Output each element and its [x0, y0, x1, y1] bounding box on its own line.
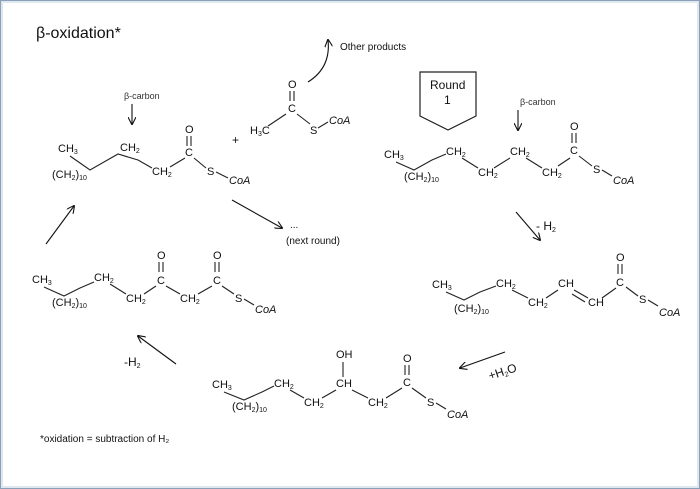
- svg-text:O: O: [570, 121, 579, 133]
- molecule-ketoacyl-coa: CH3 (CH2)10 CH2 CH2 C O CH2 C O S CoA: [32, 250, 276, 316]
- svg-text:CH: CH: [588, 297, 604, 309]
- round-label: Round: [430, 78, 465, 92]
- svg-text:(CH2)10: (CH2)10: [454, 303, 489, 316]
- svg-text:CH2: CH2: [368, 397, 388, 410]
- svg-text:CH3: CH3: [384, 149, 404, 162]
- svg-text:H3C: H3C: [250, 125, 270, 138]
- svg-text:CH2: CH2: [274, 378, 294, 391]
- svg-text:CH2: CH2: [180, 293, 200, 306]
- svg-text:S: S: [427, 397, 434, 409]
- svg-text:O: O: [616, 252, 625, 264]
- svg-text:CH3: CH3: [32, 274, 52, 287]
- minus-h2-right: - H2: [536, 219, 556, 234]
- svg-text:C: C: [157, 275, 165, 287]
- svg-text:O: O: [157, 250, 166, 262]
- svg-text:C: C: [213, 275, 221, 287]
- svg-text:CH2: CH2: [542, 167, 562, 180]
- molecule-acyl-coa-top-left: β-carbon CH3 (CH2)10 CH2 CH2 C O S CoA: [52, 91, 250, 187]
- svg-text:CH3: CH3: [432, 279, 452, 292]
- other-products-label: Other products: [340, 42, 406, 53]
- svg-text:CH: CH: [336, 378, 352, 390]
- svg-text:C: C: [288, 103, 296, 115]
- footnote: *oxidation = subtraction of H₂: [40, 434, 169, 445]
- svg-text:OH: OH: [336, 349, 353, 361]
- svg-text:CoA: CoA: [229, 175, 250, 187]
- minus-h2-left: -H2: [124, 355, 141, 370]
- svg-text:C: C: [616, 277, 624, 289]
- svg-text:CH3: CH3: [212, 379, 232, 392]
- svg-text:S: S: [593, 164, 600, 176]
- molecule-acetyl-coa: O C H3C S CoA: [250, 79, 350, 138]
- svg-text:CH2: CH2: [496, 278, 516, 291]
- svg-text:CH2: CH2: [304, 397, 324, 410]
- svg-text:S: S: [639, 294, 646, 306]
- svg-text:CoA: CoA: [659, 307, 680, 319]
- molecule-hydroxyacyl-coa: CH3 (CH2)10 CH2 CH2 CH OH CH2 C O S CoA: [212, 349, 468, 421]
- molecule-acyl-coa-top-right: β-carbon CH3 (CH2)10 CH2 CH2 CH2 CH2 C O…: [384, 97, 634, 187]
- molecule-enoyl-coa: CH3 (CH2)10 CH2 CH2 CH CH C O S CoA: [432, 252, 680, 319]
- svg-text:C: C: [570, 145, 578, 157]
- svg-text:CH3: CH3: [58, 143, 78, 156]
- svg-text:CH2: CH2: [120, 142, 140, 155]
- svg-text:S: S: [310, 125, 317, 137]
- next-round-arrow: [231, 199, 282, 228]
- svg-text:CH: CH: [558, 278, 574, 290]
- svg-text:CoA: CoA: [447, 409, 468, 421]
- svg-text:CH2: CH2: [94, 272, 114, 285]
- beta-carbon-label: β-carbon: [124, 91, 160, 101]
- svg-text:CoA: CoA: [329, 115, 350, 127]
- dehydrogenation-arrow-right: [515, 211, 540, 240]
- svg-text:CH2: CH2: [528, 297, 548, 310]
- svg-text:CH2: CH2: [152, 166, 172, 179]
- svg-text:CH2: CH2: [510, 146, 530, 159]
- svg-text:O: O: [213, 250, 222, 262]
- cycle-return-arrow: [45, 206, 74, 245]
- svg-text:CoA: CoA: [613, 175, 634, 187]
- beta-carbon-label-right: β-carbon: [520, 97, 556, 107]
- svg-text:O: O: [185, 124, 194, 136]
- svg-text:CH2: CH2: [478, 167, 498, 180]
- plus-sign: +: [232, 133, 239, 147]
- svg-text:CoA: CoA: [255, 304, 276, 316]
- svg-text:S: S: [207, 166, 214, 178]
- svg-text:(CH2)10: (CH2)10: [52, 297, 87, 310]
- round-box: [419, 71, 477, 131]
- svg-text:CH2: CH2: [446, 146, 466, 159]
- dehydrogenation-arrow-left: [138, 336, 177, 365]
- hydration-arrow: [460, 351, 506, 368]
- svg-text:C: C: [403, 377, 411, 389]
- svg-text:(CH2)10: (CH2)10: [404, 171, 439, 184]
- svg-text:(CH2)10: (CH2)10: [232, 401, 267, 414]
- svg-text:S: S: [235, 293, 242, 305]
- svg-text:O: O: [403, 353, 412, 365]
- next-round-label: (next round): [286, 236, 340, 247]
- other-products-arrow: [307, 40, 328, 83]
- svg-text:O: O: [288, 79, 297, 91]
- next-round-ellipsis: ...: [290, 220, 298, 231]
- round-number: 1: [444, 93, 451, 107]
- plus-h2o-label: +H2O: [487, 361, 519, 384]
- svg-text:(CH2)10: (CH2)10: [52, 169, 87, 182]
- diagram-title: β-oxidation*: [36, 25, 121, 42]
- svg-text:C: C: [185, 147, 193, 159]
- svg-text:CH2: CH2: [126, 293, 146, 306]
